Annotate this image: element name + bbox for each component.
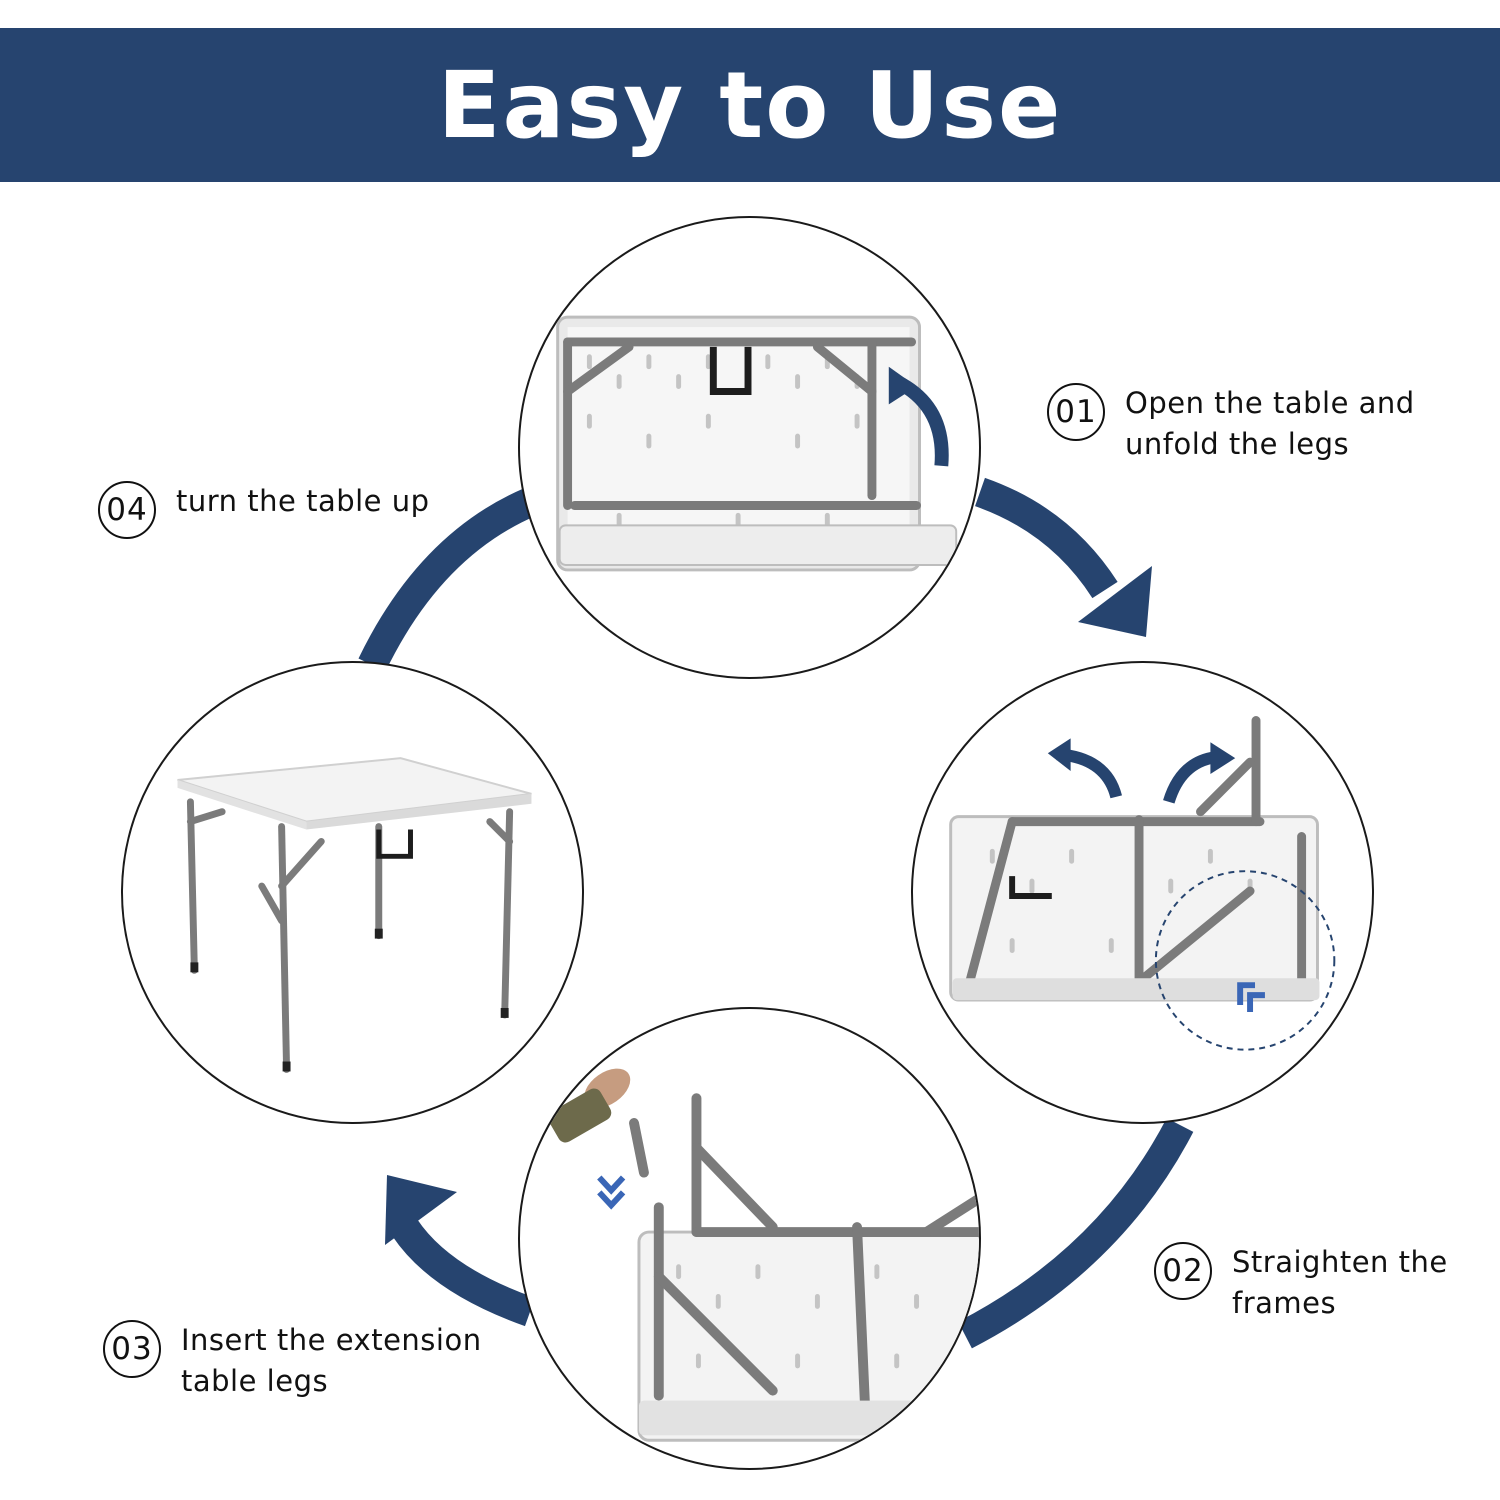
arrow-step1-to-step2 — [974, 477, 1118, 599]
step-description: Open the table and unfold the legs — [1125, 383, 1415, 465]
step-number-badge: 04 — [98, 481, 156, 539]
step-text-line1: Insert the extension — [181, 1323, 482, 1357]
step-number-badge: 03 — [103, 1320, 161, 1378]
header-banner: Easy to Use — [0, 28, 1500, 182]
page-title: Easy to Use — [437, 51, 1063, 159]
step-text-line1: turn the table up — [176, 484, 430, 518]
step-text-line1: Straighten the — [1232, 1245, 1448, 1279]
step2-photo — [911, 661, 1374, 1124]
step-01: 01 Open the table and unfold the legs — [1047, 383, 1415, 465]
step4-photo — [121, 661, 584, 1124]
step-description: Insert the extension table legs — [181, 1320, 482, 1402]
step-description: turn the table up — [176, 481, 430, 522]
step-02: 02 Straighten the frames — [1154, 1242, 1448, 1324]
step-number-badge: 02 — [1154, 1242, 1212, 1300]
arrow-step3-to-step4 — [392, 1219, 536, 1327]
step-description: Straighten the frames — [1232, 1242, 1448, 1324]
arrowhead-step2 — [1078, 566, 1152, 637]
step-04: 04 turn the table up — [98, 481, 430, 539]
arrowhead-step4 — [385, 1175, 457, 1245]
step1-photo — [518, 216, 981, 679]
step-text-line2: unfold the legs — [1125, 427, 1350, 461]
step-03: 03 Insert the extension table legs — [103, 1320, 482, 1402]
step-text-line2: table legs — [181, 1364, 329, 1398]
step-text-line1: Open the table and — [1125, 386, 1415, 420]
step3-photo — [518, 1007, 981, 1470]
step-text-line2: frames — [1232, 1286, 1337, 1320]
arrow-step2-to-step3 — [958, 1118, 1194, 1349]
banner-background — [0, 28, 1500, 182]
step-number-badge: 01 — [1047, 383, 1105, 441]
arrow-step4-to-step1 — [358, 488, 537, 672]
